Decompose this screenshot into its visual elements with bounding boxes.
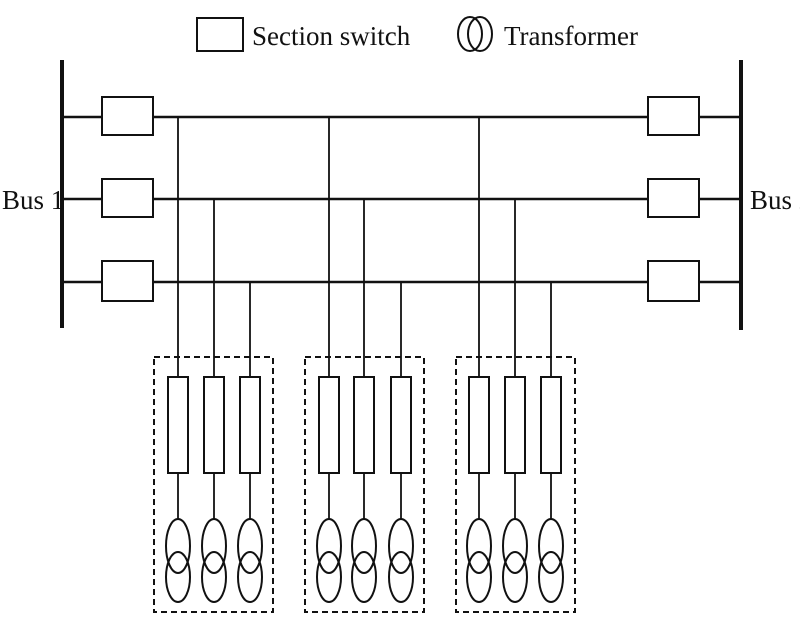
section-switch: [540, 376, 562, 474]
feeder-1: [62, 96, 741, 136]
legend-transformer-icon: [457, 16, 493, 52]
legend-transformer-label: Transformer: [504, 21, 638, 51]
section-switch-left-1: [101, 96, 154, 136]
transformer-icon: [165, 518, 191, 603]
branch: [201, 199, 227, 603]
section-switch-right-2: [647, 178, 700, 218]
legend: Section switch Transformer: [196, 16, 638, 52]
branch: [388, 282, 414, 603]
transformer-icon: [237, 518, 263, 603]
transformer-icon: [388, 518, 414, 603]
group-boundary: [304, 356, 425, 613]
transformer-icon: [351, 518, 377, 603]
transformer-icon: [538, 518, 564, 603]
transformer-group-1: [153, 117, 274, 613]
branch: [466, 117, 492, 603]
section-switch: [203, 376, 225, 474]
section-switch-left-3: [101, 260, 154, 302]
legend-section-switch-label: Section switch: [252, 21, 411, 51]
transformer-icon: [502, 518, 528, 603]
feeder-2: [62, 178, 741, 218]
group-boundary: [153, 356, 274, 613]
section-switch-left-2: [101, 178, 154, 218]
bus-1-label: Bus 1: [2, 185, 64, 215]
section-switch: [239, 376, 261, 474]
section-switch-right-3: [647, 260, 700, 302]
transformer-group-2: [304, 117, 425, 613]
transformer-icon: [201, 518, 227, 603]
branch: [316, 117, 342, 603]
section-switch: [353, 376, 375, 474]
section-switch-right-1: [647, 96, 700, 136]
section-switch: [390, 376, 412, 474]
group-boundary: [455, 356, 576, 613]
bus-2-label: Bus 2: [750, 185, 800, 215]
section-switch: [504, 376, 526, 474]
branch: [538, 282, 564, 603]
branch: [502, 199, 528, 603]
section-switch: [167, 376, 189, 474]
section-switch: [468, 376, 490, 474]
transformer-group-3: [455, 117, 576, 613]
branch: [351, 199, 377, 603]
branch: [165, 117, 191, 603]
legend-section-switch-icon: [196, 17, 244, 52]
transformer-icon: [466, 518, 492, 603]
branch: [237, 282, 263, 603]
transformer-groups: [153, 117, 576, 613]
section-switch: [318, 376, 340, 474]
transformer-icon: [316, 518, 342, 603]
